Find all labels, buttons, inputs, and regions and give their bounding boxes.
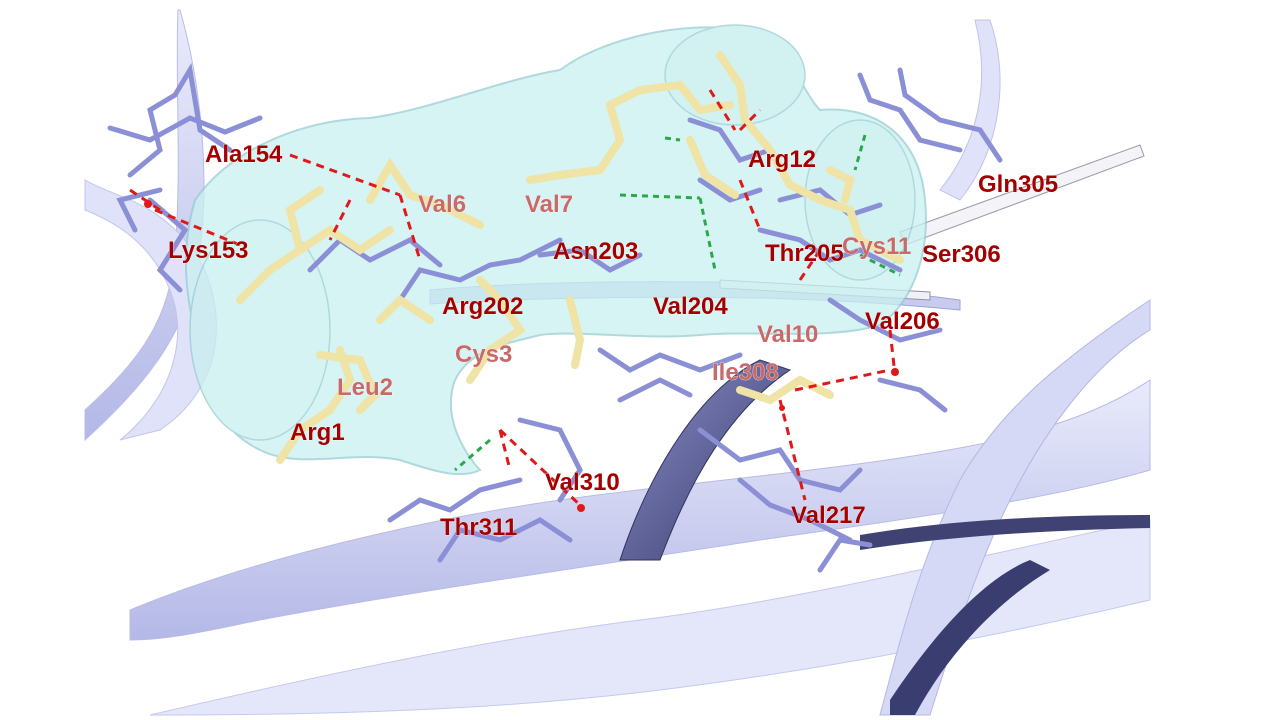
label-thr311: Thr311 <box>440 514 517 541</box>
label-val217: Val217 <box>791 502 866 529</box>
ribbon-left-loop <box>84 179 217 441</box>
label-ala154: Ala154 <box>205 141 283 168</box>
receptor-sticks <box>107 62 1003 573</box>
label-cys11: Cys11 <box>842 233 911 260</box>
label-ile308: Ile308 <box>712 359 779 386</box>
label-val6: Val6 <box>418 191 466 218</box>
ribbon-bottom-lower <box>149 519 1151 716</box>
label-thr205: Thr205 <box>765 240 844 267</box>
label-val7: Val7 <box>525 191 573 218</box>
label-ser306: Ser306 <box>922 241 1001 268</box>
label-val10: Val10 <box>757 321 818 348</box>
residue-labels: Ala154 Lys153 Val6 Val7 Arg12 Gln305 Asn… <box>168 141 1059 542</box>
ribbon-dark-twist <box>619 359 792 561</box>
label-lys153: Lys153 <box>168 237 249 264</box>
label-val204: Val204 <box>653 293 728 320</box>
label-cys3: Cys3 <box>455 341 512 368</box>
hbond-lines <box>454 134 901 472</box>
label-val310: Val310 <box>545 469 620 496</box>
ribbon-dark-bottom <box>890 560 1050 715</box>
contact-lines <box>129 89 897 507</box>
label-gln305: Gln305 <box>978 171 1058 198</box>
label-leu2: Leu2 <box>337 374 393 401</box>
ribbon-right-curl <box>879 299 1151 716</box>
label-asn203: Asn203 <box>553 238 638 265</box>
ligand-sticks <box>236 51 904 464</box>
ribbon-dark-right <box>860 515 1150 550</box>
surface-lobe-left <box>189 219 331 441</box>
ribbon-left-strand <box>84 9 205 442</box>
atom-markers <box>144 200 899 512</box>
label-arg12: Arg12 <box>748 146 816 173</box>
surface-lobe-right <box>804 119 916 281</box>
label-val206: Val206 <box>865 308 940 335</box>
interactions <box>129 89 901 507</box>
ribbon-right-top <box>939 19 1001 201</box>
label-arg202: Arg202 <box>442 293 523 320</box>
label-arg1: Arg1 <box>290 419 345 446</box>
